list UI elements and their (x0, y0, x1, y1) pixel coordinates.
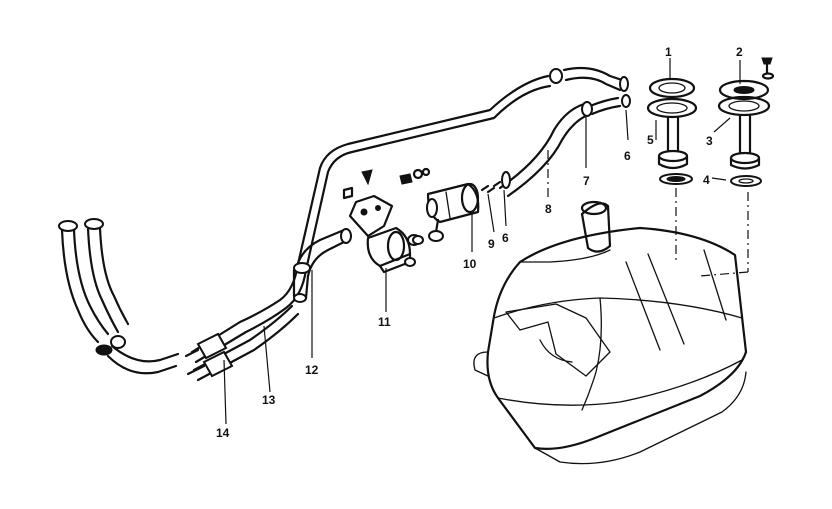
callout-10: 10 (463, 257, 477, 271)
tank-sender-unit-left (646, 77, 698, 185)
callout-5: 5 (647, 133, 654, 147)
callout-14: 14 (216, 426, 230, 440)
callout-11: 11 (378, 315, 391, 329)
callout-6-lower: 6 (502, 231, 509, 245)
fuel-tank (473, 226, 748, 465)
callout-3: 3 (706, 134, 713, 148)
callout-labels: 1 2 3 4 5 6 6 7 8 9 10 11 12 13 14 (216, 45, 743, 440)
vent-hoses-left (58, 218, 180, 375)
fuel-line-upper (190, 74, 552, 364)
callout-9: 9 (488, 237, 495, 251)
callout-4: 4 (703, 173, 710, 187)
callout-1: 1 (665, 45, 672, 59)
return-hose (498, 66, 631, 198)
line-connectors (184, 332, 234, 378)
callout-7: 7 (583, 174, 590, 188)
callout-2: 2 (736, 45, 743, 59)
callout-12: 12 (305, 363, 319, 377)
fuel-filter (412, 182, 480, 245)
callout-13: 13 (262, 393, 276, 407)
fuel-pump (366, 226, 421, 274)
filler-neck (580, 200, 612, 253)
tank-sender-unit-right (717, 57, 775, 187)
leader-lines (223, 58, 741, 425)
fuel-pump-bracket (348, 194, 394, 238)
callout-6-upper: 6 (624, 149, 631, 163)
filter-hose (292, 228, 352, 303)
callout-8: 8 (545, 202, 552, 216)
small-fittings (342, 167, 511, 200)
center-lines (547, 150, 749, 277)
fuel-line-lower (192, 304, 300, 382)
